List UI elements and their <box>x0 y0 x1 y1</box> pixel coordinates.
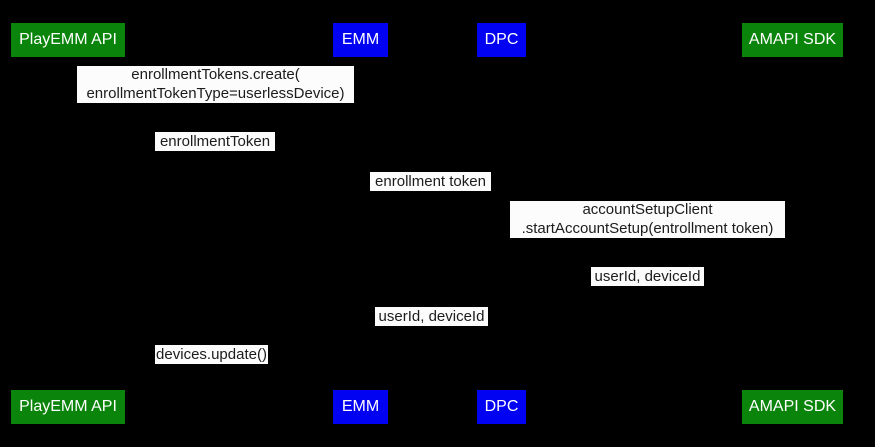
actor-emm-bottom: EMM <box>333 390 388 424</box>
message-devices-update: devices.update() <box>155 345 268 364</box>
actor-dpc-bottom: DPC <box>477 390 526 424</box>
message-enrollment-tokens-create: enrollmentTokens.create( enrollmentToken… <box>77 66 354 103</box>
message-account-setup-client: accountSetupClient .startAccountSetup(en… <box>510 201 785 238</box>
message-line: userId, deviceId <box>594 268 701 285</box>
actor-emm-top: EMM <box>333 23 388 57</box>
message-line: accountSetupClient <box>582 201 713 218</box>
message-line: .startAccountSetup(entrollment token) <box>521 219 774 237</box>
message-line: userId, deviceId <box>378 308 485 325</box>
message-line: devices.update() <box>156 346 267 363</box>
message-userid-deviceid-1: userId, deviceId <box>591 267 704 286</box>
message-line: enrollment token <box>375 173 486 190</box>
actor-amapi-sdk-bottom: AMAPI SDK <box>742 390 843 424</box>
message-line: enrollmentTokenType=userlessDevice) <box>86 84 345 102</box>
message-enrollment-token-return: enrollmentToken <box>155 132 275 151</box>
message-userid-deviceid-2: userId, deviceId <box>375 307 488 326</box>
message-enrollment-token-forward: enrollment token <box>370 172 491 191</box>
message-line: enrollmentToken <box>159 133 271 150</box>
message-line: enrollmentTokens.create( <box>131 66 300 83</box>
actor-dpc-top: DPC <box>477 23 526 57</box>
actor-playemm-api-top: PlayEMM API <box>11 23 125 57</box>
actor-playemm-api-bottom: PlayEMM API <box>11 390 125 424</box>
actor-amapi-sdk-top: AMAPI SDK <box>742 23 843 57</box>
